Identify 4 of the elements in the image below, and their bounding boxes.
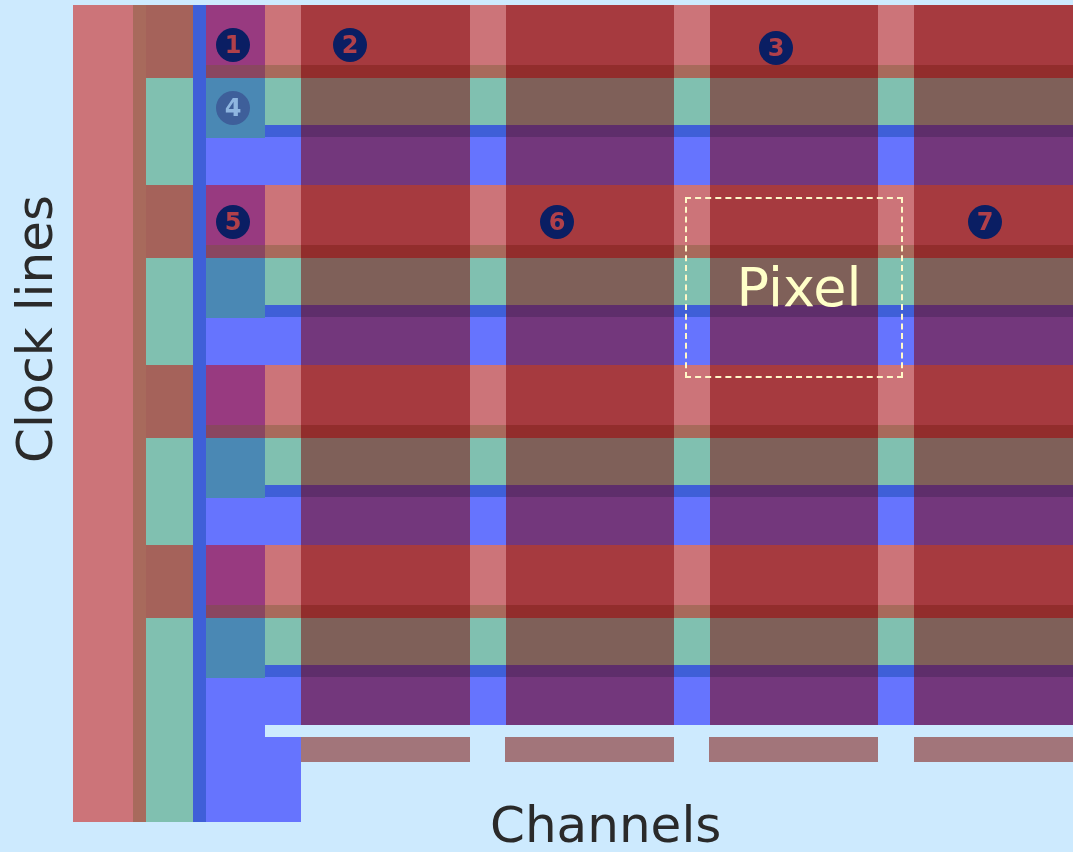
- axis-label: Clock lines: [10, 195, 60, 464]
- dashed-outline: [685, 197, 903, 378]
- axis-label: Channels: [490, 800, 722, 850]
- pixel-label: Pixel: [736, 256, 862, 319]
